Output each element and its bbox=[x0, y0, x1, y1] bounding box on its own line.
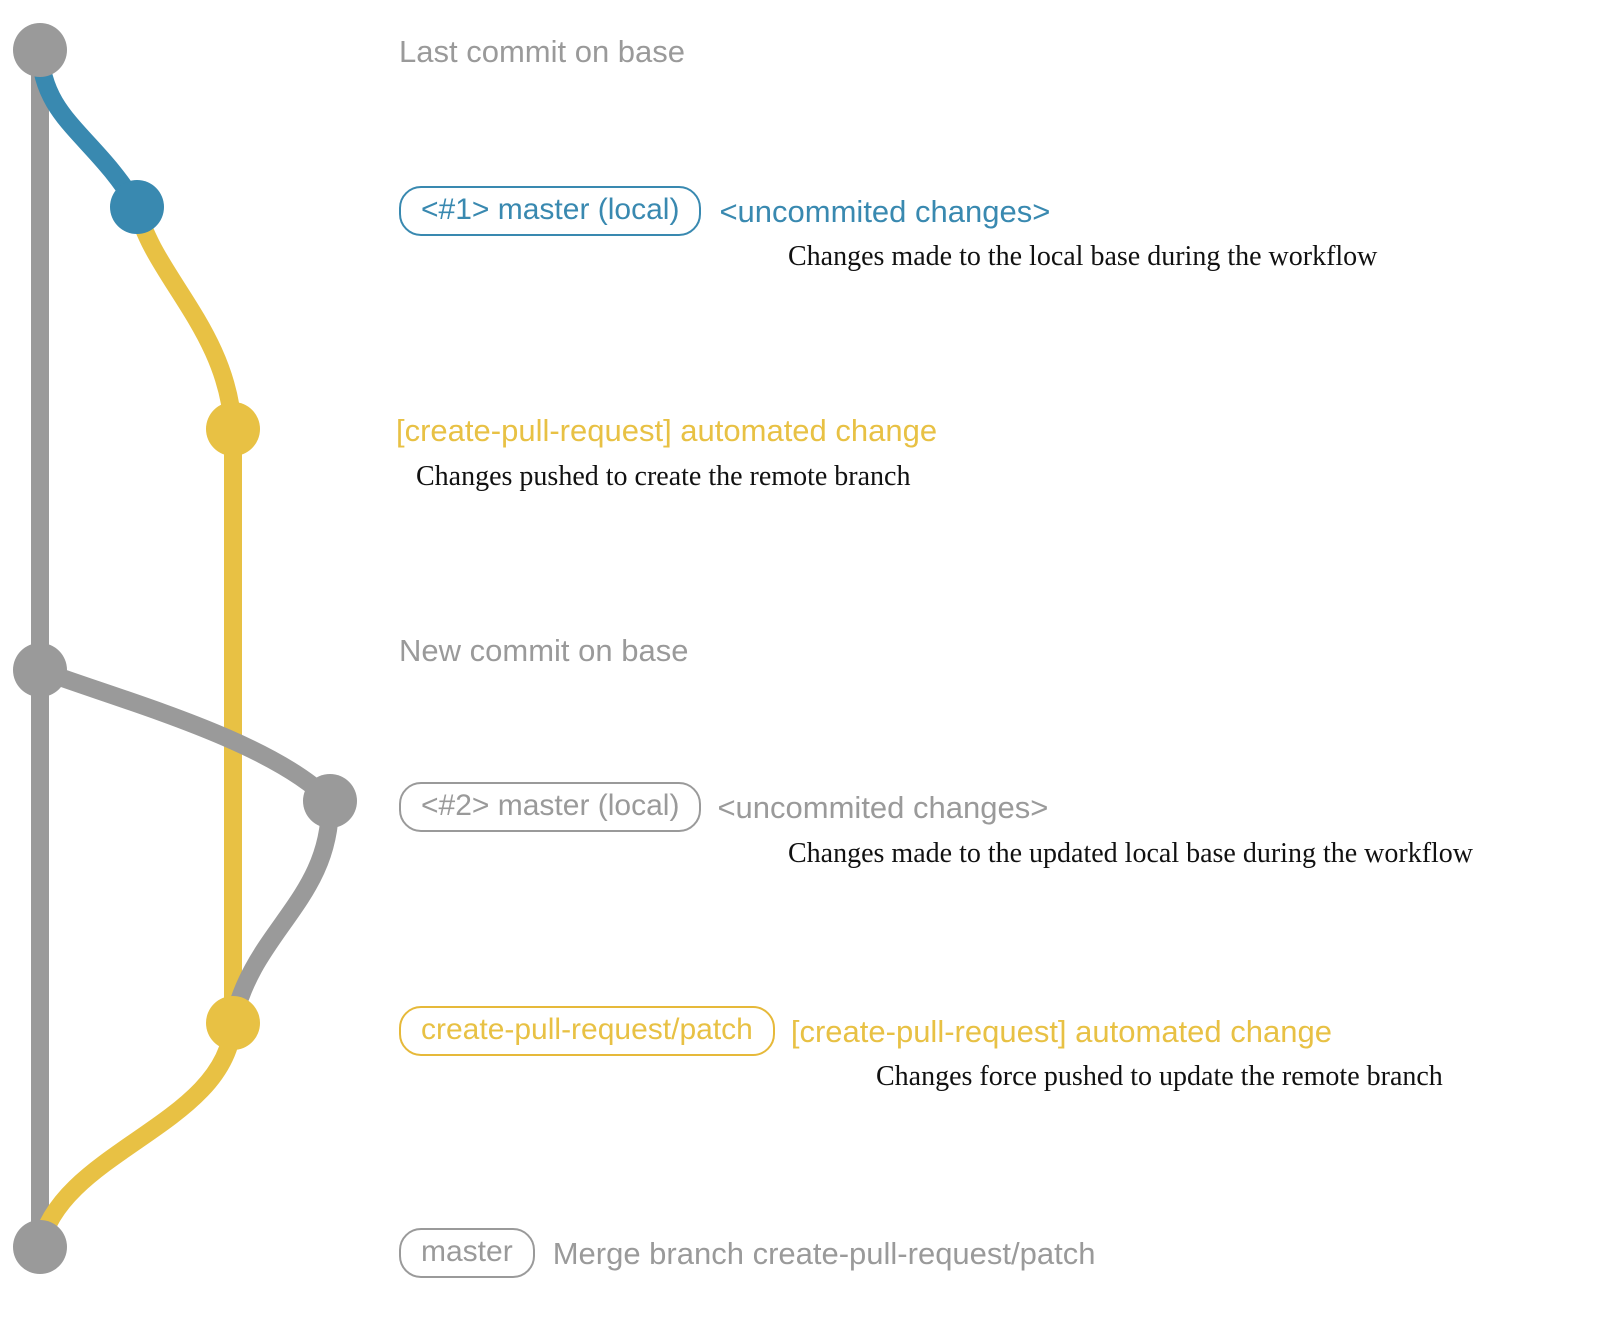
badge-master-local-1[interactable]: <#1> master (local) bbox=[399, 186, 702, 236]
local-changes-1-node[interactable] bbox=[110, 180, 164, 234]
patch-commit-1-node[interactable] bbox=[206, 402, 260, 456]
patch-commit-2-node[interactable] bbox=[206, 996, 260, 1050]
edge-local1-to-patch1 bbox=[128, 198, 242, 438]
subtext-local-base-workflow: Changes made to the local base during th… bbox=[788, 241, 1378, 272]
subtext-force-pushed-update-remote-branch: Changes force pushed to update the remot… bbox=[876, 1061, 1443, 1092]
entry-last-commit-on-base: Last commit on base bbox=[399, 36, 685, 67]
headline-automated-change-1: [create-pull-request] automated change bbox=[396, 413, 938, 448]
base-new-commit-node[interactable] bbox=[13, 643, 67, 697]
entry-master-local-1: <#1> master (local) <uncommited changes> bbox=[399, 186, 1050, 236]
edge-local2-to-patch2 bbox=[224, 792, 340, 1032]
headline-automated-change-2: [create-pull-request] automated change bbox=[790, 1013, 1332, 1049]
entry-merge-commit: master Merge branch create-pull-request/… bbox=[399, 1228, 1095, 1278]
headline-last-commit-on-base: Last commit on base bbox=[399, 34, 686, 69]
headline-merge-branch: Merge branch create-pull-request/patch bbox=[552, 1235, 1096, 1271]
entry-master-local-2: <#2> master (local) <uncommited changes> bbox=[399, 782, 1048, 832]
entry-new-commit-on-base: New commit on base bbox=[399, 635, 688, 666]
base-head-node[interactable] bbox=[13, 23, 67, 77]
badge-master-local-2[interactable]: <#2> master (local) bbox=[399, 782, 702, 832]
headline-uncommited-changes-1: <uncommited changes> bbox=[719, 193, 1051, 229]
edge-base-to-local1 bbox=[31, 41, 146, 216]
badge-master[interactable]: master bbox=[399, 1228, 535, 1278]
subtext-updated-local-base-workflow: Changes made to the updated local base d… bbox=[788, 838, 1474, 869]
badge-create-pull-request-patch[interactable]: create-pull-request/patch bbox=[399, 1006, 775, 1056]
merge-node[interactable] bbox=[13, 1220, 67, 1274]
subtext-pushed-create-remote-branch: Changes pushed to create the remote bran… bbox=[416, 461, 911, 492]
headline-new-commit-on-base: New commit on base bbox=[399, 633, 689, 668]
headline-uncommited-changes-2: <uncommited changes> bbox=[717, 789, 1049, 825]
entry-automated-change-2: create-pull-request/patch [create-pull-r… bbox=[399, 1006, 1332, 1056]
entry-automated-change-1: [create-pull-request] automated change bbox=[396, 415, 937, 446]
edge-patch2-to-merge bbox=[31, 1014, 242, 1256]
edge-base2-to-local2 bbox=[31, 661, 339, 810]
local-changes-2-node[interactable] bbox=[303, 774, 357, 828]
